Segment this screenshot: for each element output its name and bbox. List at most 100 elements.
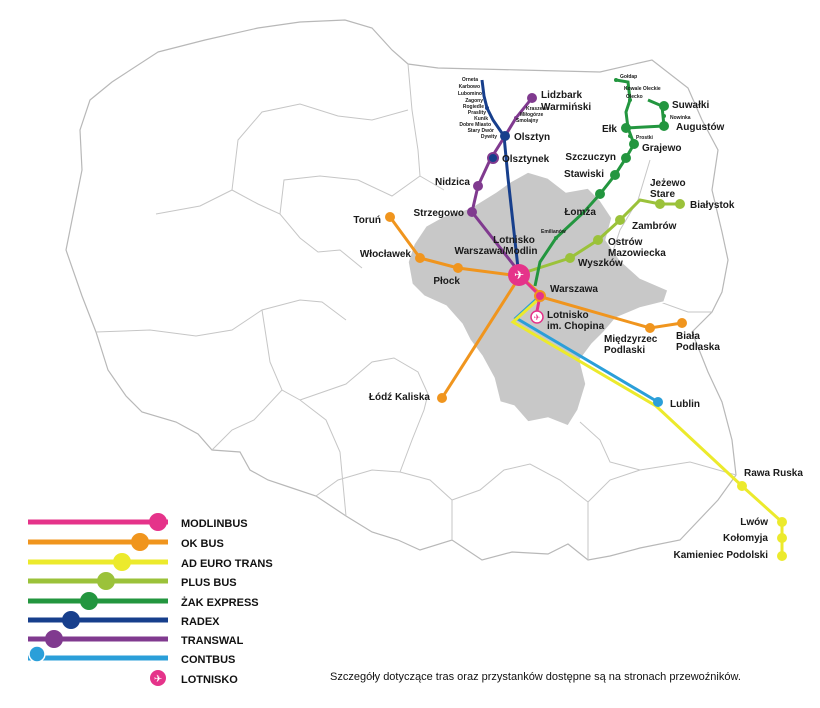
label-praslity: Praslity (468, 110, 486, 116)
label-prostki: Prostki (636, 135, 654, 141)
label-torun: Toruń (353, 215, 381, 226)
label-elk: Ełk (602, 124, 617, 135)
stop-bialystok (675, 199, 685, 209)
label-warminski: Warmiński (541, 102, 591, 113)
label-miedzyrzec-1: Międzyrzec (604, 334, 658, 345)
stop-biala (677, 318, 687, 328)
stop-kowale (626, 86, 630, 90)
legend-label: CONTBUS (181, 654, 235, 666)
stop-goldap (614, 78, 618, 82)
stop-small-radex (485, 106, 489, 110)
stop-warszawa (534, 290, 546, 302)
route-ad-euro-trans (510, 294, 784, 556)
legend-item-radex: RADEX (28, 611, 220, 629)
label-wloclawek: Włocławek (360, 249, 412, 260)
label-stary-dwor: Stary Dwór (468, 128, 494, 134)
label-kamieniec: Kamieniec Podolski (674, 550, 769, 561)
label-nowinka: Nowinka (670, 115, 691, 121)
stop-grajewo (629, 139, 639, 149)
stop-kolomyja (777, 533, 787, 543)
label-warszawa: Warszawa (550, 284, 598, 295)
stop-small-transwal (514, 116, 518, 120)
label-olsztynek: Olsztynek (502, 154, 550, 165)
stop-wloclawek (415, 253, 425, 263)
label-lidzbark: Lidzbark (541, 90, 583, 101)
legend-label: RADEX (181, 616, 220, 628)
label-olsztyn: Olsztyn (514, 132, 550, 143)
stops (385, 78, 787, 561)
stop-lomza (595, 189, 605, 199)
stop-elk (621, 123, 631, 133)
label-rogiedle: Rogiedle (463, 104, 484, 110)
airport-icon: ✈ (514, 268, 524, 282)
stop-lidzbark (527, 93, 537, 103)
airport-icon: ✈ (154, 674, 162, 685)
label-biala-1: Biała (676, 331, 700, 342)
route-radex (480, 79, 520, 269)
legend-item-transwal: TRANSWAL (28, 630, 244, 648)
stop-olsztynek (487, 152, 499, 164)
legend-item-ad-euro-trans: AD EURO TRANS (28, 553, 273, 571)
legend: MODLINBUS OK BUS AD EURO TRANS PLUS BUS … (28, 513, 273, 686)
stop-nowinka (662, 114, 666, 118)
label-lodz: Łódź Kaliska (369, 392, 431, 403)
legend-label: LOTNISKO (181, 674, 238, 686)
label-lwow: Lwów (740, 517, 768, 528)
stop-lublin (653, 397, 663, 407)
label-bialystok: Białystok (690, 200, 735, 211)
label-stawiski: Stawiski (564, 169, 604, 180)
legend-item-plus-bus: PLUS BUS (28, 572, 237, 590)
stop-plock (453, 263, 463, 273)
label-emilianow: Emilianów (541, 229, 566, 235)
stop-wyszkow (565, 253, 575, 263)
label-zagony: Zagony (465, 98, 483, 104)
label-kraszewo: Kraszewo (526, 106, 549, 112)
legend-label: OK BUS (181, 538, 224, 550)
label-karbowo: Karbowo (459, 84, 480, 90)
legend-item-contbus: CONTBUS (28, 645, 235, 666)
legend-label: ŻAK EXPRESS (181, 596, 259, 609)
legend-label: AD EURO TRANS (181, 558, 273, 570)
label-biala-2: Podlaska (676, 342, 720, 353)
label-szczuczyn: Szczuczyn (565, 152, 616, 163)
label-kowale: Kowale Oleckie (624, 86, 661, 92)
label-chopin-2: im. Chopina (547, 321, 605, 332)
legend-label: PLUS BUS (181, 577, 237, 589)
legend-label: MODLINBUS (181, 518, 248, 530)
legend-label: TRANSWAL (181, 635, 244, 647)
label-milogorze: Miłogórze (520, 112, 544, 118)
stop-augustow (659, 121, 669, 131)
stop-nidzica (473, 181, 483, 191)
label-augustow: Augustów (676, 122, 725, 133)
stop-kamieniec (777, 551, 787, 561)
airport-modlin: ✈ (508, 264, 530, 286)
label-plock: Płock (433, 276, 460, 287)
label-goldap: Gołdap (620, 74, 637, 80)
label-chopin-1: Lotnisko (547, 310, 589, 321)
stop-ostrow (593, 235, 603, 245)
stop-prostki (628, 134, 632, 138)
label-ostrow-1: Ostrów (608, 237, 643, 248)
label-lubomino: Lubomino (458, 91, 482, 97)
label-dywity: Dywity (481, 134, 497, 140)
stop-zambrow (615, 215, 625, 225)
footnote: Szczegóły dotyczące tras oraz przystankó… (330, 671, 741, 683)
label-rawa: Rawa Ruska (744, 468, 803, 479)
label-kolomyja: Kołomyja (723, 533, 768, 544)
label-wyszkow: Wyszków (578, 258, 623, 269)
label-suwalki: Suwałki (672, 100, 709, 111)
city-labels: Lidzbark Warmiński Olsztyn Olsztynek Nid… (353, 74, 803, 561)
legend-item-lotnisko: ✈ LOTNISKO (150, 670, 238, 686)
label-lublin: Lublin (670, 399, 700, 410)
label-smolajny: Smolajny (516, 118, 538, 124)
label-jezewo-1: Jeżewo (650, 178, 686, 189)
airport-icon: ✈ (534, 313, 541, 322)
stop-jezewo (655, 199, 665, 209)
legend-item-ok-bus: OK BUS (28, 533, 224, 551)
stop-miedzyrzec (645, 323, 655, 333)
legend-item-zak-express: ŻAK EXPRESS (28, 592, 259, 610)
stop-olecko (628, 98, 632, 102)
label-modlin: Warszawa/Modlin (455, 246, 538, 257)
stop-stawiski (610, 170, 620, 180)
